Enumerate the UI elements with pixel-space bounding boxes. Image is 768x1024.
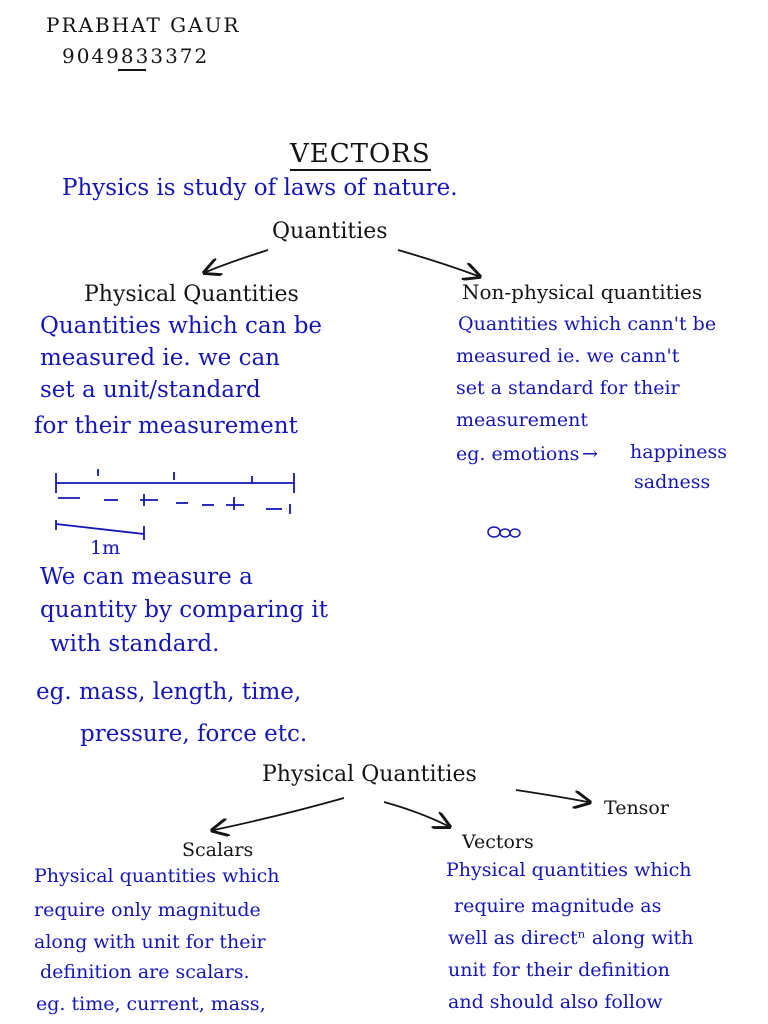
tree2-vectors: Vectors <box>462 831 534 853</box>
physical-def-line-2: measured ie. we can <box>40 345 280 371</box>
tree2-root: Physical Quantities <box>262 762 477 787</box>
example-happiness: happiness <box>630 441 727 463</box>
ruler-sketch <box>55 469 295 540</box>
vectors-line-5: and should also follow <box>448 991 663 1013</box>
physical-def-line-1: Quantities which can be <box>40 313 323 339</box>
scalars-line-2: require only magnitude <box>34 899 261 921</box>
measure-note-line-3: with standard. <box>50 631 220 657</box>
tree1-root: Quantities <box>272 219 388 244</box>
tree1-left-label: Physical Quantities <box>84 282 299 307</box>
vectors-line-1: Physical quantities which <box>446 859 692 881</box>
vectors-line-3: well as directⁿ along with <box>448 927 694 949</box>
nonphysical-def-line-1: Quantities which cann't be <box>458 313 717 335</box>
emotions-example: eg. emotions <box>456 443 580 465</box>
arrow-to-tensor-icon <box>515 789 588 802</box>
scribble-mark <box>487 526 521 538</box>
nonphysical-def-line-3: set a standard for their <box>456 377 680 399</box>
tree2-tensor: Tensor <box>604 797 669 819</box>
examples-line-1: eg. mass, length, time, <box>36 679 302 705</box>
arrow-to-nonphysical-icon <box>397 249 478 276</box>
nonphysical-def-line-2: measured ie. we cann't <box>456 345 680 367</box>
arrow-to-scalars-icon <box>214 797 345 830</box>
tree1-right-label: Non-physical quantities <box>462 280 703 304</box>
arrow-to-vectors-icon <box>383 801 448 826</box>
nonphysical-def-line-4: measurement <box>456 409 589 431</box>
scalars-line-4: definition are scalars. <box>40 961 250 983</box>
scalars-line-1: Physical quantities which <box>34 865 280 887</box>
scalars-line-3: along with unit for their <box>34 931 266 953</box>
scalars-line-5: eg. time, current, mass, <box>36 993 266 1015</box>
author-name: PRABHAT GAUR <box>46 13 241 37</box>
tree2-scalars: Scalars <box>182 839 254 861</box>
physical-def-line-4: for their measurement <box>34 413 298 439</box>
scale-unit-label: 1m <box>90 537 121 559</box>
examples-line-2: pressure, force etc. <box>80 721 308 747</box>
vectors-line-4: unit for their definition <box>448 959 670 981</box>
author-phone: 9049833372 <box>62 44 210 68</box>
measure-note-line-1: We can measure a <box>40 564 253 590</box>
vectors-line-2: require magnitude as <box>454 895 662 917</box>
intro-line: Physics is study of laws of nature. <box>62 175 458 201</box>
example-sadness: sadness <box>634 471 711 493</box>
page-title: VECTORS <box>290 139 431 171</box>
physical-def-line-3: set a unit/standard <box>40 377 261 403</box>
arrow-to-physical-icon <box>206 249 269 272</box>
measure-note-line-2: quantity by comparing it <box>40 597 329 623</box>
arrow-glyph-icon: → <box>582 443 598 465</box>
